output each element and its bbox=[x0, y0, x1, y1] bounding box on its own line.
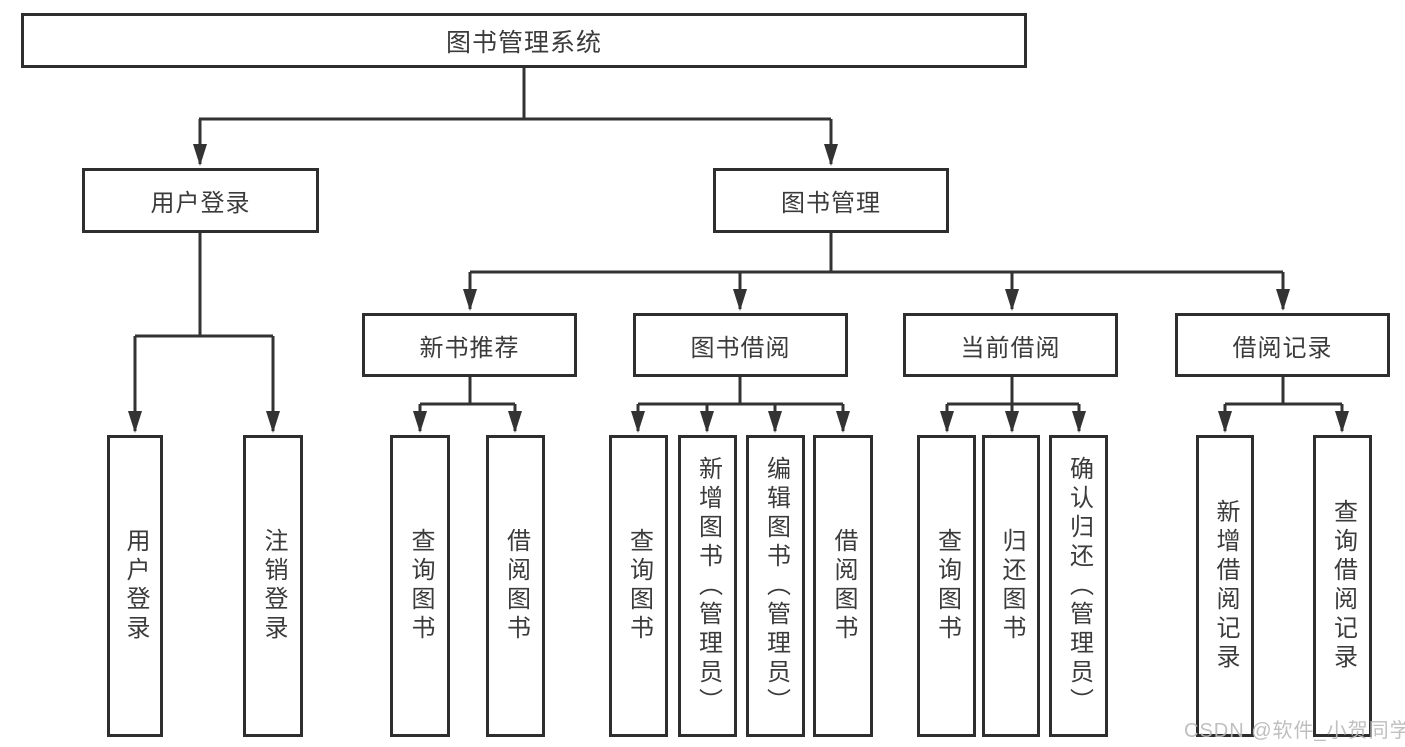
node-user-login-label: 用户登录 bbox=[150, 190, 251, 217]
node-leaf-borrow-books-borrow: 借阅图书 bbox=[813, 435, 873, 737]
node-new-book-recommend-label: 新书推荐 bbox=[419, 334, 520, 362]
node-leaf-logout: 注销登录 bbox=[243, 435, 303, 737]
leaf-label: 新增借阅记录 bbox=[1212, 499, 1239, 673]
node-new-book-recommend: 新书推荐 bbox=[362, 313, 577, 377]
leaf-label: 查询借阅记录 bbox=[1329, 499, 1357, 673]
leaf-label: 确认归还（管理员） bbox=[1065, 455, 1093, 717]
node-leaf-query-books-borrow: 查询图书 bbox=[609, 435, 668, 737]
node-book-borrow: 图书借阅 bbox=[633, 313, 848, 377]
leaf-label: 用户登录 bbox=[122, 528, 149, 644]
node-current-borrow: 当前借阅 bbox=[903, 313, 1118, 377]
node-user-login: 用户登录 bbox=[82, 168, 319, 233]
node-book-management: 图书管理 bbox=[713, 168, 949, 233]
leaf-label: 查询图书 bbox=[625, 528, 653, 644]
leaf-label: 借阅图书 bbox=[830, 528, 857, 644]
node-leaf-borrow-books-recommend: 借阅图书 bbox=[486, 435, 545, 737]
node-leaf-return-books: 归还图书 bbox=[982, 435, 1040, 737]
node-leaf-query-books-recommend: 查询图书 bbox=[390, 435, 450, 737]
node-current-borrow-label: 当前借阅 bbox=[960, 334, 1061, 362]
leaf-label: 借阅图书 bbox=[502, 528, 530, 644]
leaf-label: 新增图书（管理员） bbox=[694, 455, 722, 717]
node-leaf-query-books-current: 查询图书 bbox=[917, 435, 976, 737]
node-leaf-confirm-return-admin: 确认归还（管理员） bbox=[1049, 435, 1108, 737]
watermark: CSDN @软件_小贺同学 bbox=[1184, 720, 1405, 742]
node-leaf-edit-book-admin: 编辑图书（管理员） bbox=[746, 435, 805, 737]
leaf-label: 查询图书 bbox=[407, 528, 434, 644]
node-leaf-user-login: 用户登录 bbox=[107, 435, 163, 737]
node-book-borrow-label: 图书借阅 bbox=[690, 334, 791, 362]
node-leaf-add-borrow-record: 新增借阅记录 bbox=[1196, 435, 1254, 737]
node-borrow-record: 借阅记录 bbox=[1175, 313, 1390, 377]
leaf-label: 查询图书 bbox=[933, 528, 961, 644]
leaf-label: 注销登录 bbox=[260, 528, 287, 644]
node-leaf-add-book-admin: 新增图书（管理员） bbox=[678, 435, 737, 737]
leaf-label: 归还图书 bbox=[998, 528, 1025, 644]
leaf-label: 编辑图书（管理员） bbox=[762, 455, 790, 717]
node-book-management-label: 图书管理 bbox=[781, 190, 881, 217]
node-borrow-record-label: 借阅记录 bbox=[1232, 334, 1333, 362]
node-root: 图书管理系统 bbox=[21, 13, 1027, 68]
node-leaf-query-borrow-record: 查询借阅记录 bbox=[1313, 435, 1372, 737]
node-root-label: 图书管理系统 bbox=[445, 28, 602, 57]
